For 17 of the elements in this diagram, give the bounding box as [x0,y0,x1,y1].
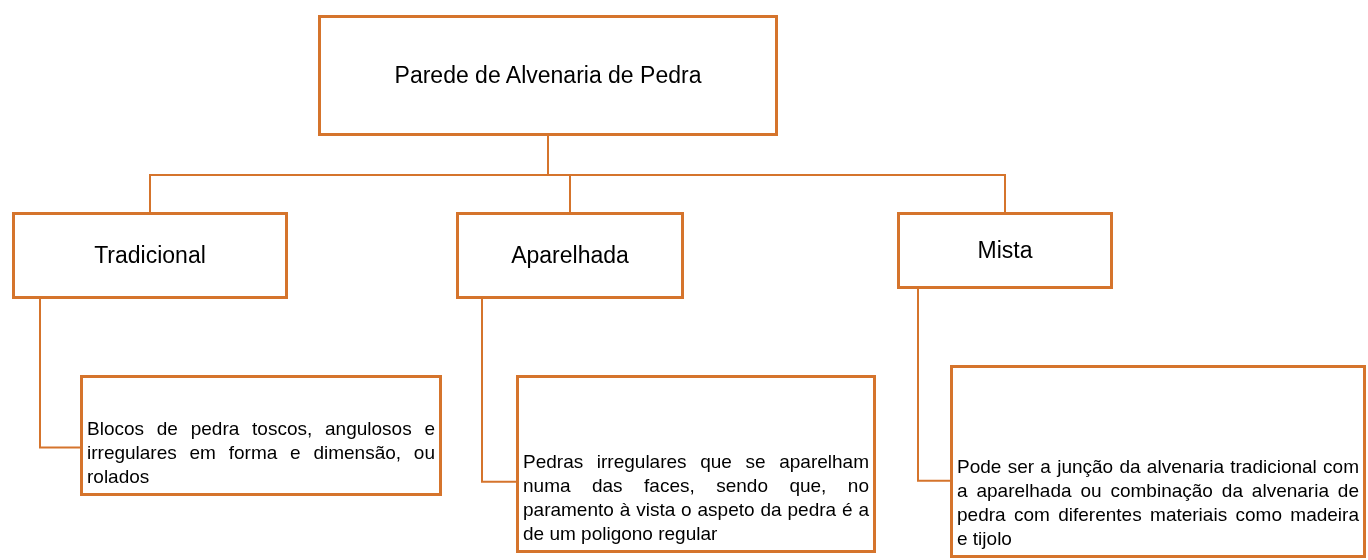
node-label: Mista [977,236,1033,266]
category-box [456,212,684,299]
description-box [516,375,876,553]
description-text: Blocos de pedra toscos, angulosos e irregulares em forma e dimensão, ou rolados [87,417,435,489]
description-text: Pode ser a junção da alvenaria tradicional com a aparelhada ou combinação da alvenaria de pedra com diferentes materiais como madeira e tijolo [957,455,1359,551]
node-label: Parede de Alvenaria de Pedra [394,61,702,91]
connector-line [481,298,517,483]
category-box [897,212,1113,289]
category-box [318,15,778,136]
category-box [12,212,288,299]
connector-line [39,298,81,449]
node-label: Tradicional [94,241,206,271]
description-box [80,375,442,496]
connector-line [917,288,951,482]
node-label: Aparelhada [511,241,629,271]
description-box [950,365,1366,558]
description-text: Pedras irregulares que se aparelham numa das faces, sendo que, no paramento à vista o aspeto da pedra é a de um poligono regular [523,450,869,546]
